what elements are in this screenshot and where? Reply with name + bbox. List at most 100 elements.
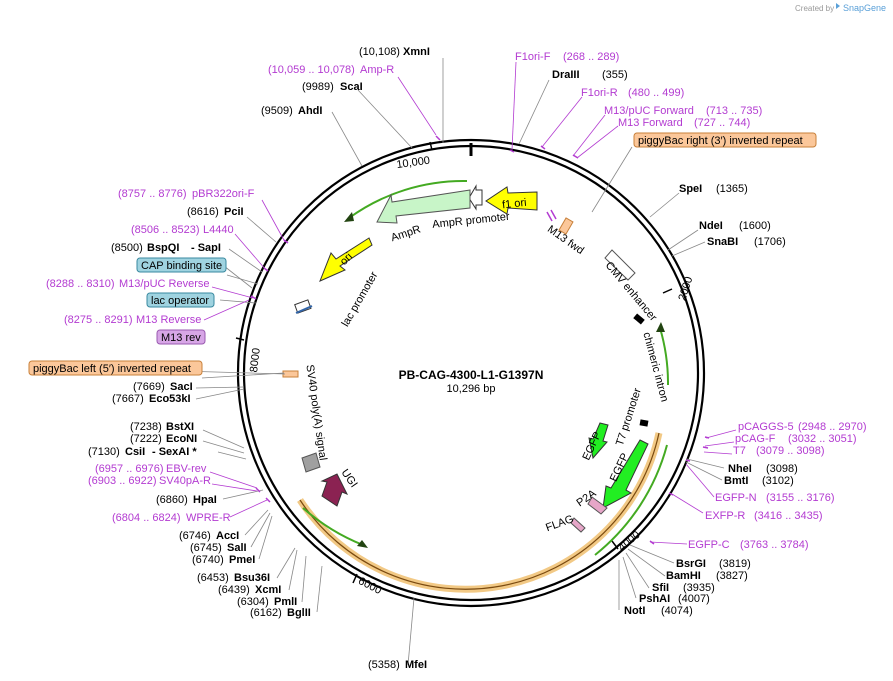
pb-left-marker (282, 370, 299, 378)
tick-10000 (429, 141, 433, 151)
primer-t7: T7 (733, 445, 746, 457)
boxed-labels: piggyBac right (3′) inverted repeat pigg… (28, 132, 817, 376)
enzyme-bglii: BglII (287, 607, 311, 619)
tick-label-6000: 6000 (356, 575, 383, 597)
primer-l4440: L4440 (203, 224, 234, 236)
t7-promoter-label: T7 promoter (614, 386, 644, 447)
leader-lines (144, 58, 725, 666)
tick-4000 (611, 540, 619, 550)
enzyme-ahdi-pos: (9509) (261, 105, 293, 117)
primer-ampr-range: (10,059 .. 10,078) (268, 64, 355, 76)
chimeric-label: chimeric intron (640, 331, 670, 403)
enzyme-mfei-pos: (5358) (368, 659, 400, 671)
primer-leader-lines (203, 61, 737, 545)
snapgene-logo (836, 3, 840, 9)
lac-promoter-label: lac promoter (340, 270, 381, 329)
enzyme-bstxi-pos: (7238) (130, 421, 162, 433)
enzyme-spei-pos: (1365) (716, 183, 748, 195)
tick-label-10000: 10,000 (396, 155, 431, 172)
enzyme-pshai-pos: (4007) (678, 593, 710, 605)
orf-arc (297, 432, 663, 593)
primer-m13puc-rev: M13/pUC Reverse (119, 278, 209, 290)
enzyme-eco53ki: Eco53kI (149, 393, 191, 405)
flag-box (570, 517, 586, 533)
enzyme-hpai-pos: (6860) (156, 494, 188, 506)
watermark-created-by: Created by (795, 4, 834, 13)
enzyme-acci-pos: (6746) (179, 530, 211, 542)
enzyme-sali: SalI (227, 542, 247, 554)
primer-labels: F1ori-F (268 .. 289) F1ori-R (480 .. 499… (46, 51, 867, 551)
primer-ebv-rev: EBV-rev (166, 463, 207, 475)
primer-exfp-r: EXFP-R (705, 510, 745, 522)
m13fwd-mark (546, 211, 553, 222)
chimeric-intron-marker (633, 313, 645, 325)
watermark-brand: SnapGene (843, 3, 886, 13)
primer-wpre-r: WPRE-R (186, 512, 231, 524)
enzyme-bstxi: BstXI (166, 421, 194, 433)
enzyme-snabi-pos: (1706) (754, 236, 786, 248)
cap-box (136, 257, 227, 273)
plasmid-name: PB-CAG-4300-L1-G1397N (399, 368, 544, 382)
enzyme-bglii-pos: (6162) (250, 607, 282, 619)
enzyme-acci: AccI (216, 530, 239, 542)
primer-f1ori-f-range: (268 .. 289) (563, 51, 619, 63)
p2a-box (587, 496, 608, 515)
cap-text: CAP binding site (141, 260, 222, 272)
enzyme-bsrgi-pos: (3819) (719, 558, 751, 570)
primer-f1ori-f: F1ori-F (515, 51, 551, 63)
enzyme-xmni: XmnI (403, 46, 430, 58)
enzyme-csii: CsiI (125, 446, 145, 458)
primer-exfp-r-range: (3416 .. 3435) (754, 510, 823, 522)
enzyme-eco53ki-pos: (7667) (112, 393, 144, 405)
primer-sv40pa-r: SV40pA-R (159, 475, 211, 487)
primer-egfp-c-range: (3763 .. 3784) (740, 539, 809, 551)
primer-m13puc-fwd: M13/pUC Forward (604, 105, 694, 117)
tick-6000 (352, 573, 358, 584)
enzyme-bamhi: BamHI (666, 570, 701, 582)
f1-ori-arrow (485, 186, 538, 215)
enzyme-pmli-pos: (6304) (237, 596, 269, 608)
enzyme-ndei-pos: (1600) (739, 220, 771, 232)
primer-t7-range: (3079 .. 3098) (756, 445, 825, 457)
primer-egfp-n-range: (3155 .. 3176) (766, 492, 835, 504)
enzyme-mfei: MfeI (405, 659, 427, 671)
cmv-enhancer-box (604, 249, 636, 281)
primer-sv40pa-r-range: (6903 .. 6922) (88, 475, 157, 487)
f1-ori-label: f1 ori (502, 197, 528, 211)
enzyme-csii-suffix: - SexAI * (152, 446, 197, 458)
enzyme-xcmi-pos: (6439) (218, 584, 250, 596)
enzyme-saci-pos: (7669) (133, 381, 165, 393)
egfp-arrow-2 (602, 439, 649, 509)
lac-promoter-stripes (295, 305, 313, 314)
m13rev-text: M13 rev (161, 332, 201, 344)
enzyme-pcii: PciI (224, 206, 244, 218)
enzyme-xcmi: XcmI (255, 584, 281, 596)
enzyme-pcii-pos: (8616) (187, 206, 219, 218)
enzyme-scai: ScaI (340, 81, 363, 93)
ori-arrow (319, 237, 373, 282)
enzyme-snabi: SnaBI (707, 236, 738, 248)
enzyme-labels: (10,108) XmnI DraIII (355) (9989) ScaI (… (88, 46, 798, 671)
tick-label-8000: 8000 (248, 347, 263, 373)
enzyme-bsu36i: Bsu36I (234, 572, 270, 584)
lac-op-text: lac operator (151, 295, 209, 307)
sv40-box (301, 452, 321, 473)
ampr-direction-arc (348, 179, 468, 219)
tick-8000 (235, 337, 245, 341)
enzyme-saci: SacI (170, 381, 193, 393)
ampr-promoter-arrow (468, 184, 483, 211)
enzyme-econi: EcoNI (166, 433, 197, 445)
ampr-promoter-label: AmpR promoter (432, 211, 511, 231)
enzyme-sali-pos: (6745) (190, 542, 222, 554)
t7-promoter-marker (639, 419, 649, 427)
primer-f1ori-r-range: (480 .. 499) (628, 87, 684, 99)
primer-m13-fwd: M13 Forward (618, 117, 683, 129)
primer-m13puc-rev-range: (8288 .. 8310) (46, 278, 115, 290)
primer-pbr322: pBR322ori-F (192, 188, 255, 200)
flag-label: FLAG (544, 513, 575, 534)
primer-ring-marks (250, 135, 710, 545)
enzyme-bspqi-suffix: - SapI (191, 242, 221, 254)
enzyme-bmti-pos: (3102) (762, 475, 794, 487)
primer-egfp-n: EGFP-N (715, 492, 757, 504)
